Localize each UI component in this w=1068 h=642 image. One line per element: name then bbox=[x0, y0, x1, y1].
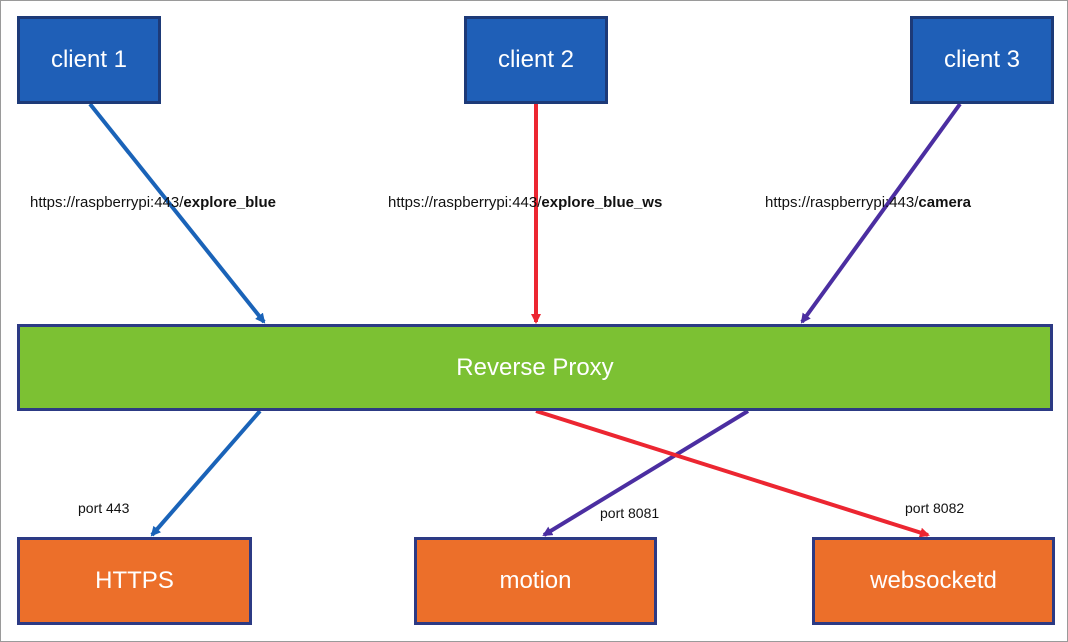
arrow-proxy-to-https bbox=[150, 409, 262, 537]
client-2-box: client 2 bbox=[464, 16, 608, 104]
url-explore-blue-ws: https://raspberrypi:443/explore_blue_ws bbox=[388, 194, 663, 211]
reverse-proxy-box: Reverse Proxy bbox=[17, 324, 1053, 411]
motion-service-label: motion bbox=[499, 567, 572, 594]
url-camera: https://raspberrypi:443/camera bbox=[765, 194, 971, 211]
port-8081-label: port 8081 bbox=[600, 505, 660, 521]
client-1-label: client 1 bbox=[50, 46, 128, 73]
websocketd-service-box: websocketd bbox=[812, 537, 1055, 625]
client-1-box: client 1 bbox=[17, 16, 161, 104]
motion-service-box: motion bbox=[414, 537, 657, 625]
arrow-client3-to-proxy bbox=[800, 102, 962, 324]
client-3-box: client 3 bbox=[910, 16, 1054, 104]
url-explore-blue: https://raspberrypi:443/explore_blue bbox=[30, 194, 276, 211]
reverse-proxy-label: Reverse Proxy bbox=[456, 353, 614, 381]
arrow-proxy-to-motion bbox=[542, 409, 750, 537]
https-service-label: HTTPS bbox=[95, 567, 174, 594]
arrow-client1-to-proxy bbox=[88, 102, 266, 324]
port-8082-label: port 8082 bbox=[905, 500, 965, 516]
client-3-label: client 3 bbox=[943, 46, 1021, 73]
https-service-box: HTTPS bbox=[17, 537, 252, 625]
client-2-label: client 2 bbox=[497, 46, 575, 73]
arrow-proxy-to-websocketd bbox=[535, 409, 930, 538]
port-443-label: port 443 bbox=[78, 500, 130, 516]
websocketd-service-label: websocketd bbox=[870, 567, 997, 594]
